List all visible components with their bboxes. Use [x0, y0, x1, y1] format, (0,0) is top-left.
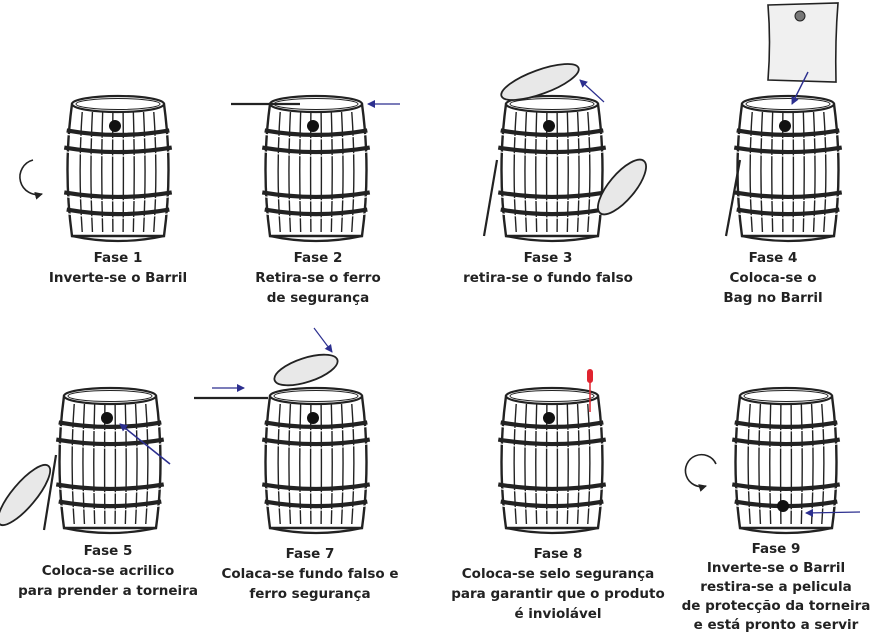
phase-title: Fase 3 [523, 250, 573, 266]
phase-step-text: Colaca-se fundo falso e [221, 566, 399, 582]
move-arrow-icon [791, 71, 809, 105]
tap-hole-icon [109, 120, 121, 132]
bag-icon [767, 2, 839, 83]
move-arrow-icon [579, 79, 605, 103]
phase-title: Fase 8 [533, 546, 583, 562]
bag-tap-icon [794, 10, 806, 22]
phase-step-text: Inverte-se o Barril [48, 270, 188, 286]
phase-step-text: Retira-se o ferro [255, 270, 381, 286]
false-bottom-lid-icon [500, 63, 580, 101]
phase-step-text: Coloca-se acrilico [41, 563, 175, 579]
move-arrow-icon [119, 423, 171, 465]
phase-title: Fase 7 [285, 546, 335, 562]
safety-bar-icon [42, 454, 58, 531]
phase-step-text: para garantir que o produto [451, 586, 665, 602]
phase-5-caption: Fase 5 Coloca-se acrilico para prender a… [0, 541, 216, 601]
barrel-icon [55, 386, 165, 535]
phase-step-text: Coloca-se selo segurança [461, 566, 655, 582]
acrylic-disc-icon [0, 463, 51, 527]
tap-hole-icon [307, 120, 319, 132]
phase-step-text: restira-se a pelicula [700, 579, 852, 595]
rotate-arrow-icon [684, 453, 717, 492]
phase-step-text: ferro segurança [249, 586, 371, 602]
tap-hole-icon [779, 120, 791, 132]
phase-3-caption: Fase 3 retira-se o fundo falso [430, 248, 666, 288]
phase-step-text: é inviolável [514, 606, 602, 622]
rotate-arrow-icon [19, 159, 43, 200]
false-bottom-lid-icon [597, 158, 647, 216]
phase-title: Fase 1 [93, 250, 143, 266]
phase-9-caption: Fase 9 Inverte-se o Barril restira-se a … [676, 540, 876, 635]
phase-title: Fase 2 [293, 250, 343, 266]
false-bottom-lid-icon [273, 353, 339, 387]
barrel-icon [261, 386, 371, 535]
barrel-icon [733, 94, 843, 243]
phase-step-text: Bag no Barril [723, 290, 823, 306]
phase-step-text: e está pronto a servir [693, 617, 859, 633]
phase-step-text: para prender a torneira [18, 583, 198, 599]
barrel-icon [497, 94, 607, 243]
phase-step-text: retira-se o fundo falso [463, 270, 633, 286]
move-arrow-icon [313, 327, 333, 353]
phase-step-text: de protecção da torneira [681, 598, 871, 614]
security-seal-icon [587, 369, 593, 383]
phase-title: Fase 5 [83, 543, 133, 559]
phase-8-caption: Fase 8 Coloca-se selo segurança para gar… [430, 544, 686, 624]
tap-hole-icon [777, 500, 789, 512]
phase-title: Fase 4 [748, 250, 798, 266]
safety-bar-icon [724, 159, 742, 237]
tap-hole-icon [101, 412, 113, 424]
move-arrow-icon [805, 508, 861, 517]
phase-1-caption: Fase 1 Inverte-se o Barril [0, 248, 236, 288]
phase-title: Fase 9 [751, 541, 801, 557]
barrel-icon [261, 94, 371, 243]
barrel-icon [731, 386, 841, 535]
phase-7-caption: Fase 7 Colaca-se fundo falso e ferro seg… [200, 544, 420, 604]
barrel-icon [63, 94, 173, 243]
phase-step-text: Coloca-se o [729, 270, 817, 286]
tap-hole-icon [307, 412, 319, 424]
phase-4-caption: Fase 4 Coloca-se o Bag no Barril [670, 248, 876, 308]
barrel-icon [497, 386, 607, 535]
tap-hole-icon [543, 120, 555, 132]
phase-2-caption: Fase 2 Retira-se o ferro de segurança [200, 248, 436, 308]
phase-step-text: Inverte-se o Barril [706, 560, 846, 576]
safety-bar-icon [482, 159, 499, 237]
tap-hole-icon [543, 412, 555, 424]
phase-step-text: de segurança [266, 290, 370, 306]
